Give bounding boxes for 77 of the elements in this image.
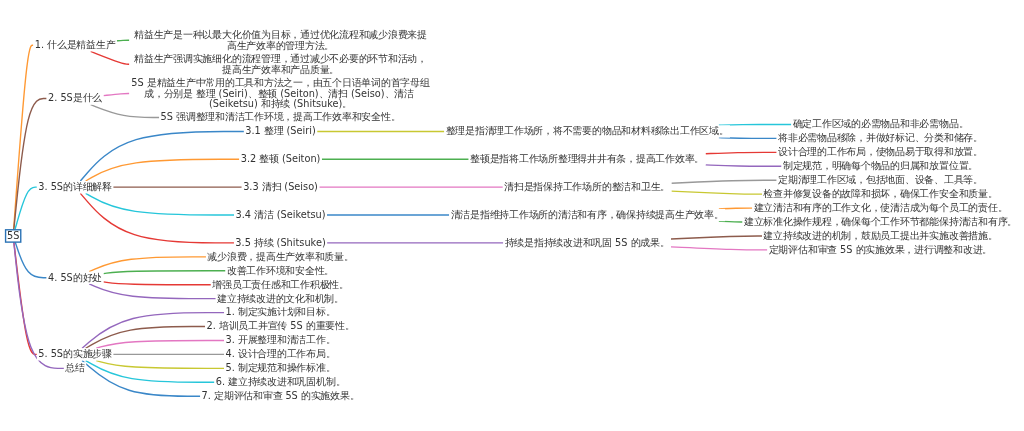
connector xyxy=(84,359,216,383)
node-text: 清洁是指维持工作场所的清洁和有序，确保持续提高生产效率。 xyxy=(450,208,724,221)
node-text: 5S 是精益生产中常用的工具和方法之一，由五个日语单词的首字母组成，分别是 整理 (Seiri)、整顿 (Seiton)、清扫 (Seiso)、清洁 (Seiketsu) 和持续 (Shitsuke)。 xyxy=(131,76,430,110)
node-text: 5S 强调整理和清洁工作环境，提高工作效率和安全性。 xyxy=(160,111,401,123)
node-text: 确定工作区域的必需物品和非必需物品。 xyxy=(792,118,969,130)
connector xyxy=(102,92,131,97)
connector xyxy=(326,242,504,244)
connector xyxy=(88,256,207,273)
node-text: 1. 什么是精益生产 xyxy=(34,39,116,51)
node-text: 3.4 清洁 (Seiketsu) xyxy=(235,208,326,221)
node-text: 减少浪费，提高生产效率和质量。 xyxy=(207,250,354,262)
connector xyxy=(84,158,240,182)
connector xyxy=(102,270,227,275)
connector xyxy=(84,325,206,349)
node-text: 定期清理工作区域，包括地面、设备、工具等。 xyxy=(778,174,983,186)
node-text: 制定规范，明确每个物品的归属和放置位置。 xyxy=(782,160,979,172)
connector xyxy=(112,353,225,356)
connector xyxy=(84,192,235,216)
connector xyxy=(95,359,225,370)
node-text: 设计合理的工作布局，使物品易于取得和放置。 xyxy=(778,146,983,158)
node-text: 建立标准化操作规程，确保每个工作环节都能保持清洁和有序。 xyxy=(743,215,1018,228)
node-text: 总结 xyxy=(65,362,85,374)
connector xyxy=(79,192,235,244)
node-text: 4. 5S的好处 xyxy=(48,271,103,283)
connector xyxy=(89,50,131,65)
connector xyxy=(718,220,744,223)
node-text: 3.5 持续 (Shitsuke) xyxy=(235,236,326,248)
connector xyxy=(670,179,778,184)
node-text: 4. 设计合理的工作布局。 xyxy=(225,348,336,360)
node-text: 3.2 整顿 (Seiton) xyxy=(240,153,321,165)
node-text: 定期评估和审查 5S 的实施效果，进行调整和改进。 xyxy=(768,243,993,255)
connector xyxy=(718,207,753,210)
connector xyxy=(88,283,217,300)
node-text: 7. 定期评估和审查 5S 的实施效果。 xyxy=(201,390,360,402)
connector xyxy=(321,158,470,160)
node-text: 3.3 清扫 (Seiso) xyxy=(243,181,318,193)
node-text: 建立清洁和有序的工作文化，使清洁成为每个员工的责任。 xyxy=(753,201,1008,214)
node-text: 精益生产强调实施细化的流程管理，通过减少不必要的环节和活动，提高生产效率和产品质量。 xyxy=(134,52,427,75)
connector xyxy=(326,214,450,216)
node-text: 3. 5S的详细解释 xyxy=(38,181,112,193)
connector xyxy=(670,235,763,240)
connector xyxy=(13,97,48,231)
connector xyxy=(112,186,243,188)
connector xyxy=(316,130,445,133)
connector xyxy=(95,339,225,349)
connector xyxy=(704,151,778,155)
node-text: 2. 培训员工并宣传 5S 的重要性。 xyxy=(206,320,355,332)
node-text: 将非必需物品移除，并做好标记、分类和储存。 xyxy=(778,132,983,144)
node-text: 持续是指持续改进和巩固 5S 的成果。 xyxy=(504,236,670,248)
connector xyxy=(318,186,504,188)
node-text: 5. 制定规范和操作标准。 xyxy=(225,362,336,374)
node-text: 3. 开展整理和清洁工作。 xyxy=(225,334,336,346)
node-text: 检查并修复设备的故障和损坏，确保工作安全和质量。 xyxy=(763,187,998,200)
node-text: 6. 建立持续改进和巩固机制。 xyxy=(215,376,346,388)
node-text: 精益生产是一种以最大化价值为目标，通过优化流程和减少浪费来提高生产效率的管理方法。 xyxy=(134,28,427,51)
node-text: 2. 5S是什么 xyxy=(48,92,103,104)
node-text: 清扫是指保持工作场所的整洁和卫生。 xyxy=(504,181,671,193)
connector xyxy=(704,164,783,167)
connector xyxy=(14,186,38,231)
node-text: 改善工作环境和安全性。 xyxy=(226,264,335,276)
node-text: 建立持续改进的机制，鼓励员工提出并实施改善措施。 xyxy=(763,229,998,241)
connector xyxy=(670,246,769,251)
connector xyxy=(89,104,160,119)
connector xyxy=(81,311,225,349)
connector xyxy=(14,241,48,279)
node-text: 整理是指清理工作场所，将不需要的物品和材料移除出工作区域。 xyxy=(445,125,729,137)
connector xyxy=(718,123,792,126)
connector xyxy=(102,281,212,286)
connector xyxy=(79,130,245,182)
node-text: 整顿是指将工作场所整理得井井有条，提高工作效率。 xyxy=(470,153,705,165)
connector xyxy=(670,190,763,195)
node-text: 建立持续改进的文化和机制。 xyxy=(217,292,344,304)
node-text: 3.1 整理 (Seiri) xyxy=(245,125,316,137)
connector xyxy=(81,359,201,397)
node-text: 增强员工责任感和工作积极性。 xyxy=(212,278,349,290)
node-text: 1. 制定实施计划和目标。 xyxy=(225,306,336,318)
node-box: 5S xyxy=(4,229,22,243)
